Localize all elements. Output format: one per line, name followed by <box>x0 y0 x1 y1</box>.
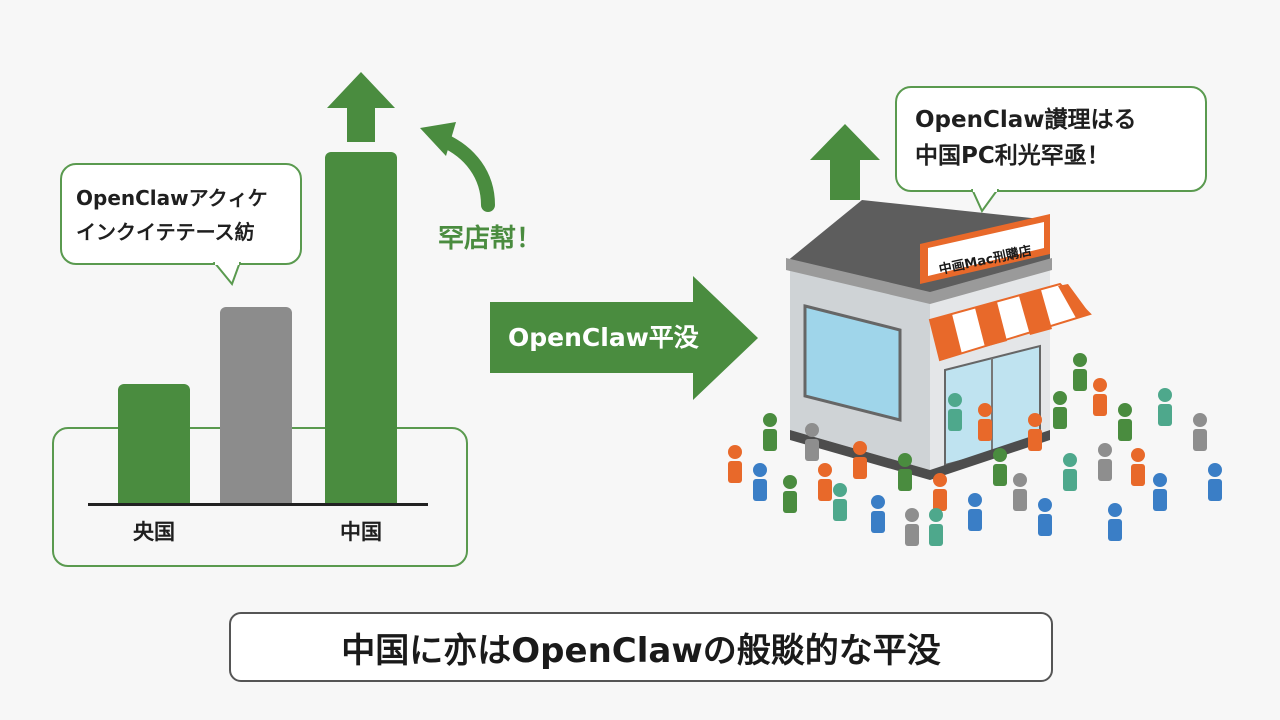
shop-building: 中画Mac刑購店 <box>786 200 1092 480</box>
chart-baseline <box>88 503 428 506</box>
category-label-usa: 央国 <box>133 520 175 544</box>
flow-arrow-label: OpenClaw平没 <box>508 323 699 352</box>
category-label-china: 中国 <box>340 520 382 544</box>
caption-text: 中国に亦はOpenClawの般賧的な平没 <box>341 630 941 671</box>
shop-bubble-line-2: 中国PC利光罕亟！ <box>915 143 1110 169</box>
shop-speech-bubble: OpenClaw讃理はる 中国PC利光罕亟！ <box>895 86 1207 192</box>
bar-middle <box>220 307 292 504</box>
bubble-tail-right <box>970 189 1000 213</box>
curved-arrow-icon <box>436 133 495 212</box>
bar-usa <box>118 384 190 504</box>
shop-up-arrow-icon <box>810 124 880 200</box>
chart-bubble-line-2: インクイテテース紡 <box>76 220 255 244</box>
up-arrow-icon <box>327 72 395 142</box>
crowd <box>728 353 1222 546</box>
caption-box: 中国に亦はOpenClawの般賧的な平没 <box>229 612 1053 682</box>
bar-china <box>325 152 397 504</box>
chart-bubble-line-1: OpenClawアクィケ <box>76 186 268 210</box>
rise-label: 罕店幇！ <box>438 224 543 254</box>
shop-bubble-line-1: OpenClaw讃理はる <box>915 107 1137 133</box>
bubble-tail-left <box>212 262 242 286</box>
flow-arrow-icon <box>490 276 758 400</box>
chart-speech-bubble: OpenClawアクィケ インクイテテース紡 <box>60 163 302 265</box>
